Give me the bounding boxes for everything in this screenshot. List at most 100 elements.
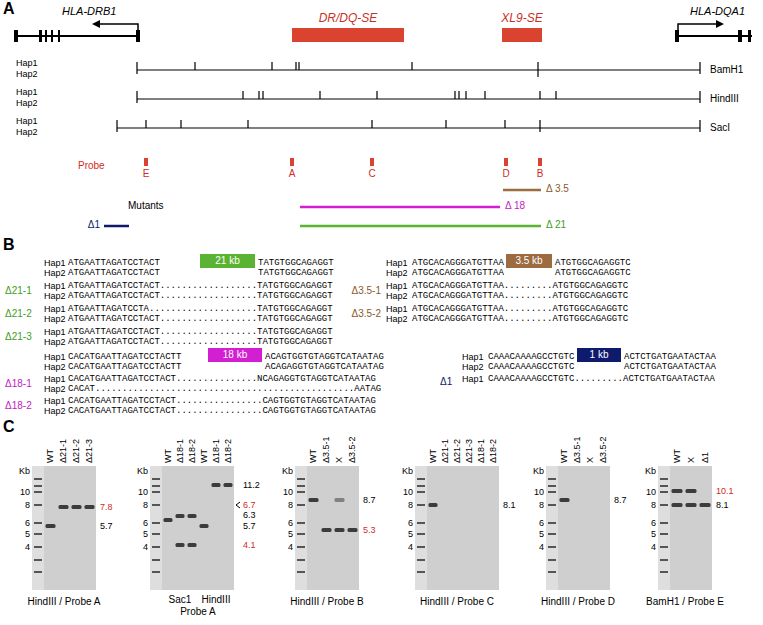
mutant-label: Δ3.5-1	[352, 285, 381, 297]
haplotype-label: Hap1	[462, 352, 484, 362]
ladder-band	[417, 546, 425, 548]
size-marker: 8	[539, 500, 544, 510]
gel-blot	[150, 466, 234, 590]
axis-unit: Kb	[19, 466, 30, 476]
haplotype-label: Hap2	[386, 268, 408, 278]
deletion-size: 18 kb	[208, 348, 262, 362]
enhancer-name: DR/DQ-SE	[290, 10, 406, 26]
ladder-band	[152, 533, 160, 535]
gel-blot	[658, 466, 712, 590]
sample-band	[335, 498, 345, 502]
lane-label: Δ3.5-1	[572, 436, 582, 463]
blot-caption: HindIII / Probe A	[28, 596, 101, 608]
sample-band	[164, 518, 173, 522]
sequence-text: CAAACAAAAGCCTGTC	[488, 352, 574, 362]
sequence-text: ATGTGGCAGAGGTC	[555, 258, 631, 268]
lane-label: Δ18-1	[211, 439, 221, 463]
haplotype-label: Hap2	[44, 268, 66, 278]
sequence-text: ACAGTGGTGTAGGTCATAATAG	[265, 352, 384, 362]
ladder-band	[297, 571, 305, 573]
ladder-band	[34, 504, 42, 506]
blot-caption: BamH1 / Probe E	[646, 596, 724, 608]
lane-label: Δ18-1	[476, 439, 486, 463]
probe-name: A	[289, 168, 296, 180]
sequence-text: ATGCACAGGGATGTTAA.........ATGTGGCAGAGGTC	[412, 314, 628, 324]
gene-name: HLA-DQA1	[690, 5, 745, 18]
ladder-lane	[150, 466, 162, 590]
gene-line	[15, 35, 140, 37]
haplotype-label: Hap2	[16, 127, 38, 137]
sample-band	[188, 543, 197, 547]
ladder-band	[548, 485, 556, 487]
haplotype-label: Hap2	[386, 314, 408, 324]
ladder-band	[34, 546, 42, 548]
ladder-lane	[546, 466, 558, 590]
band-size: 10.1	[716, 486, 734, 496]
deletion-size: 21 kb	[200, 254, 255, 268]
band-size: 8.7	[614, 495, 627, 505]
lane-label: Δ21-1	[440, 439, 450, 463]
sequence-text: ATGCACAGGGATGTTAA	[412, 258, 504, 268]
size-marker: 5	[539, 529, 544, 539]
size-marker: 8	[143, 500, 148, 510]
size-marker: 6	[25, 518, 30, 528]
probe-mark	[290, 158, 294, 166]
haplotype-label: Hap1	[44, 258, 66, 268]
arrow-head	[92, 20, 100, 28]
enzyme-name: HindIII	[710, 93, 739, 105]
size-marker: 10	[138, 487, 148, 497]
band-size: 8.7	[363, 495, 376, 505]
site-ticks	[137, 91, 700, 103]
size-marker: 8	[25, 500, 30, 510]
lane-label: WT	[559, 449, 569, 463]
panel-letter: B	[3, 236, 15, 254]
enhancer-name: XL9-SE	[499, 10, 545, 26]
sequence-text: CACATGAATTAGATCCTACT................CAGT…	[68, 406, 376, 416]
ladder-band	[152, 478, 160, 480]
sample-band	[686, 503, 697, 507]
size-marker: 5	[288, 529, 293, 539]
ladder-band	[548, 571, 556, 573]
ladder-band	[660, 504, 668, 506]
lane-label: Δ3.5-1	[321, 436, 331, 463]
sequence-text: TATGTGGCAGAGGT	[258, 258, 334, 268]
size-marker: 10	[534, 487, 544, 497]
size-marker: 4	[539, 542, 544, 552]
ladder-band	[417, 485, 425, 487]
sample-band	[335, 528, 345, 532]
sample-band	[72, 505, 82, 509]
lane-label: WT	[672, 449, 682, 463]
sequence-text: CAAACAAAAGCCTGTC.........ACTCTGATGAATACT…	[488, 374, 715, 384]
mutant-spans	[104, 190, 541, 226]
probe-name: C	[368, 168, 375, 180]
size-marker: 5	[651, 529, 656, 539]
mutant-label: Δ21-3	[5, 331, 32, 343]
band-size: 11.2	[243, 480, 260, 490]
ladder-band	[660, 571, 668, 573]
sample-band	[560, 498, 570, 502]
blot-caption: Probe A	[180, 606, 216, 618]
size-marker: 8	[408, 500, 413, 510]
ladder-band	[417, 504, 425, 506]
sample-band	[348, 528, 358, 532]
exon	[675, 30, 679, 42]
exon	[39, 30, 42, 42]
lane-label: Δ18-1	[175, 439, 185, 463]
haplotype-label: Hap2	[44, 291, 66, 301]
ladder-band	[660, 546, 668, 548]
lane-label: Δ18-2	[488, 439, 498, 463]
exon	[58, 30, 60, 42]
gel-blot	[32, 466, 96, 590]
haplotype-label: Hap2	[44, 314, 66, 324]
gel-background	[44, 466, 96, 590]
sequence-text: ATGTGGCAGAGGTC	[555, 268, 631, 278]
ladder-band	[297, 546, 305, 548]
haplotype-label: Hap2	[16, 98, 38, 108]
size-marker: 8	[288, 500, 293, 510]
probe-marks	[144, 158, 542, 166]
ladder-band	[297, 504, 305, 506]
axis-unit: Kb	[645, 466, 656, 476]
ladder-band	[660, 533, 668, 535]
band-size: 5.3	[363, 525, 376, 535]
